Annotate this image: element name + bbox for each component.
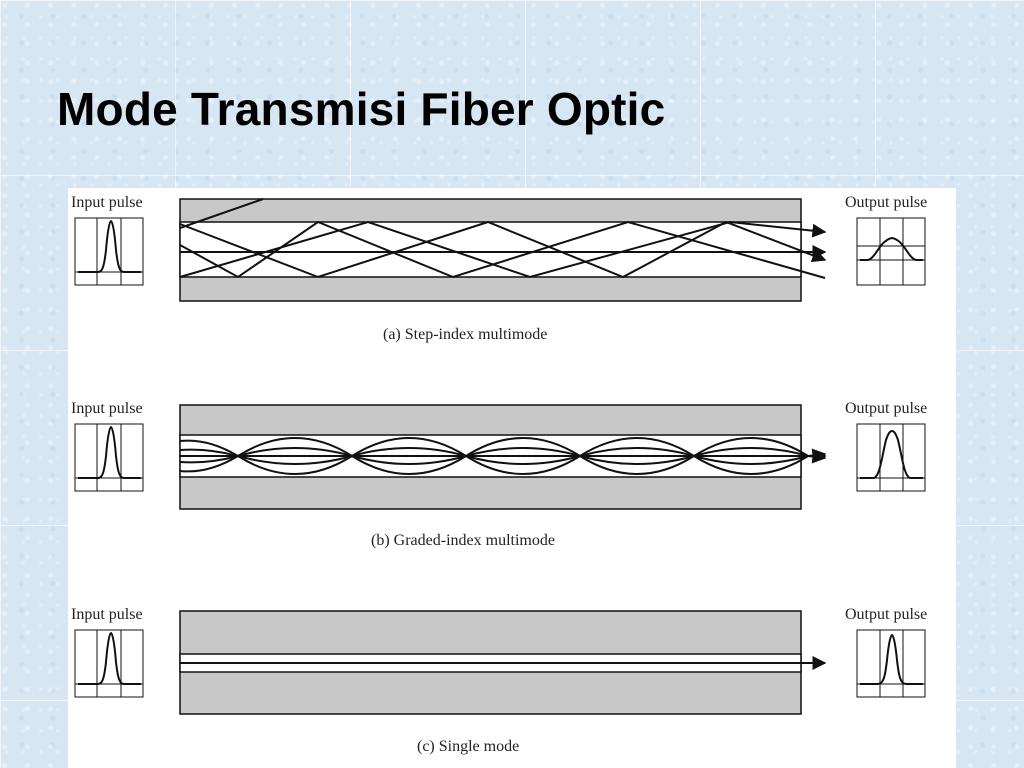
input-pulse-graph-c bbox=[74, 629, 144, 698]
output-pulse-label-c: Output pulse bbox=[845, 606, 927, 623]
graded-ray-b4 bbox=[179, 449, 827, 465]
caption-c: (c) Single mode bbox=[417, 738, 519, 755]
zigzag-ray-a1 bbox=[179, 220, 827, 279]
rays-a bbox=[179, 198, 827, 279]
output-pulse-label-b: Output pulse bbox=[845, 400, 927, 417]
panel-step-index: Input pulse Output pulse bbox=[71, 194, 927, 343]
caption-a: (a) Step-index multimode bbox=[383, 326, 547, 343]
output-pulse-graph-c bbox=[856, 629, 926, 698]
caption-b: (b) Graded-index multimode bbox=[371, 532, 555, 549]
output-pulse-graph-b bbox=[856, 423, 926, 492]
slide-title: Mode Transmisi Fiber Optic bbox=[57, 83, 666, 135]
input-pulse-graph-b bbox=[74, 423, 144, 492]
output-pulse-graph-a bbox=[856, 217, 926, 286]
graded-ray-b1 bbox=[179, 437, 825, 458]
graded-ray-b3 bbox=[179, 447, 827, 463]
panel-single-mode: Input pulse Output pulse (c) Single mode bbox=[71, 606, 927, 755]
input-pulse-graph-a bbox=[74, 217, 144, 286]
fiber-mode-figure: Input pulse Output pulse bbox=[68, 188, 956, 768]
output-pulse-label-a: Output pulse bbox=[845, 194, 927, 211]
zigzag-ray-a2 bbox=[179, 220, 827, 279]
graded-ray-b2 bbox=[179, 449, 827, 475]
escaping-ray-a bbox=[179, 198, 264, 229]
panel-graded-index: Input pulse Output pulse bbox=[71, 400, 927, 549]
zigzag-ray-a3 bbox=[179, 220, 826, 279]
input-pulse-label-b: Input pulse bbox=[71, 400, 143, 417]
fiber-mode-diagram: Input pulse Output pulse bbox=[71, 194, 927, 755]
input-pulse-label-c: Input pulse bbox=[71, 606, 143, 623]
rays-b bbox=[179, 437, 827, 475]
input-pulse-label-a: Input pulse bbox=[71, 194, 143, 211]
